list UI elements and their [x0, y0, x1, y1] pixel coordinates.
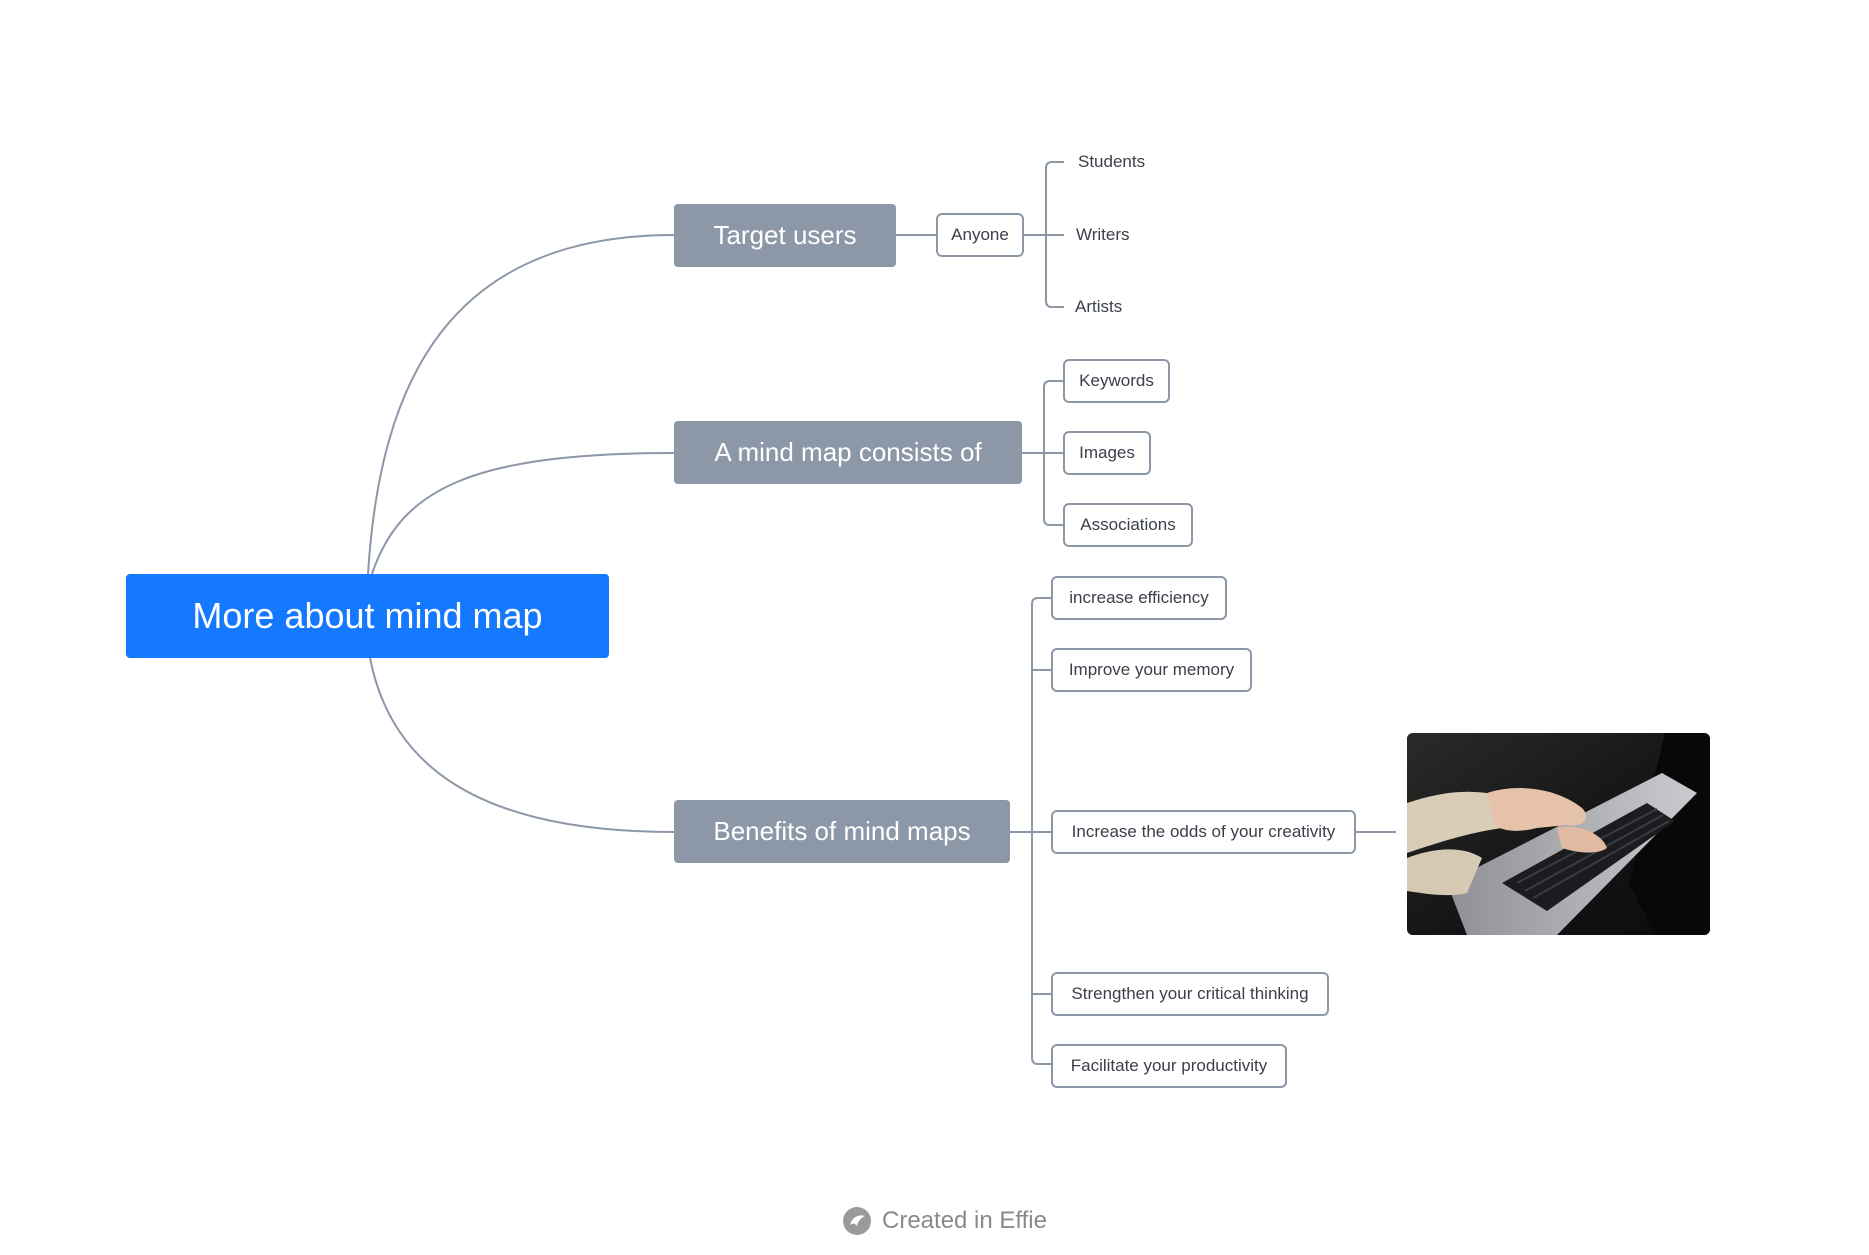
node-label: Keywords [1079, 371, 1154, 390]
node-label: Images [1079, 443, 1135, 462]
laptop-typing-photo[interactable] [1407, 733, 1710, 935]
node-label: Anyone [951, 225, 1009, 244]
node-anyone[interactable]: Anyone [936, 213, 1024, 257]
link-root-consists-of [371, 452, 675, 575]
link-consists-children [1022, 380, 1064, 526]
node-images[interactable]: Images [1063, 431, 1151, 475]
laptop-photo-art [1407, 733, 1710, 935]
node-label: increase efficiency [1069, 588, 1209, 607]
leaf-label: Students [1078, 152, 1146, 171]
effie-logo-icon [843, 1207, 871, 1235]
link-benefits-children [1010, 597, 1052, 1065]
footer-watermark: Created in Effie [842, 1203, 1047, 1239]
leaf-label: Writers [1076, 225, 1130, 244]
node-improve-memory[interactable]: Improve your memory [1051, 648, 1252, 692]
node-label: Increase the odds of your creativity [1071, 822, 1336, 841]
link-root-target-users [367, 234, 675, 575]
node-label: Improve your memory [1068, 660, 1235, 679]
node-associations[interactable]: Associations [1063, 503, 1193, 547]
node-label: Facilitate your productivity [1070, 1056, 1268, 1075]
node-critical-thinking[interactable]: Strengthen your critical thinking [1051, 972, 1329, 1016]
leaf-writers[interactable]: Writers [1076, 223, 1130, 247]
link-root-benefits [369, 657, 675, 833]
node-productivity[interactable]: Facilitate your productivity [1051, 1044, 1287, 1088]
branch-consists-of[interactable]: A mind map consists of [674, 421, 1022, 484]
node-label: Strengthen your critical thinking [1071, 984, 1309, 1003]
node-label: Associations [1080, 515, 1176, 534]
branch-benefits[interactable]: Benefits of mind maps [674, 800, 1010, 863]
node-creativity[interactable]: Increase the odds of your creativity [1051, 810, 1356, 854]
leaf-students[interactable]: Students [1078, 150, 1145, 174]
node-increase-efficiency[interactable]: increase efficiency [1051, 576, 1227, 620]
node-keywords[interactable]: Keywords [1063, 359, 1170, 403]
branch-label: Target users [713, 220, 857, 250]
leaf-label: Artists [1075, 297, 1123, 316]
link-anyone-leaves [1024, 161, 1064, 308]
branch-target-users[interactable]: Target users [674, 204, 896, 267]
branch-label: Benefits of mind maps [713, 816, 971, 846]
root-node[interactable]: More about mind map [126, 574, 609, 658]
footer-text: Created in Effie [882, 1207, 1047, 1234]
branch-label: A mind map consists of [714, 437, 982, 467]
root-node-label: More about mind map [192, 595, 543, 636]
leaf-artists[interactable]: Artists [1075, 295, 1122, 319]
